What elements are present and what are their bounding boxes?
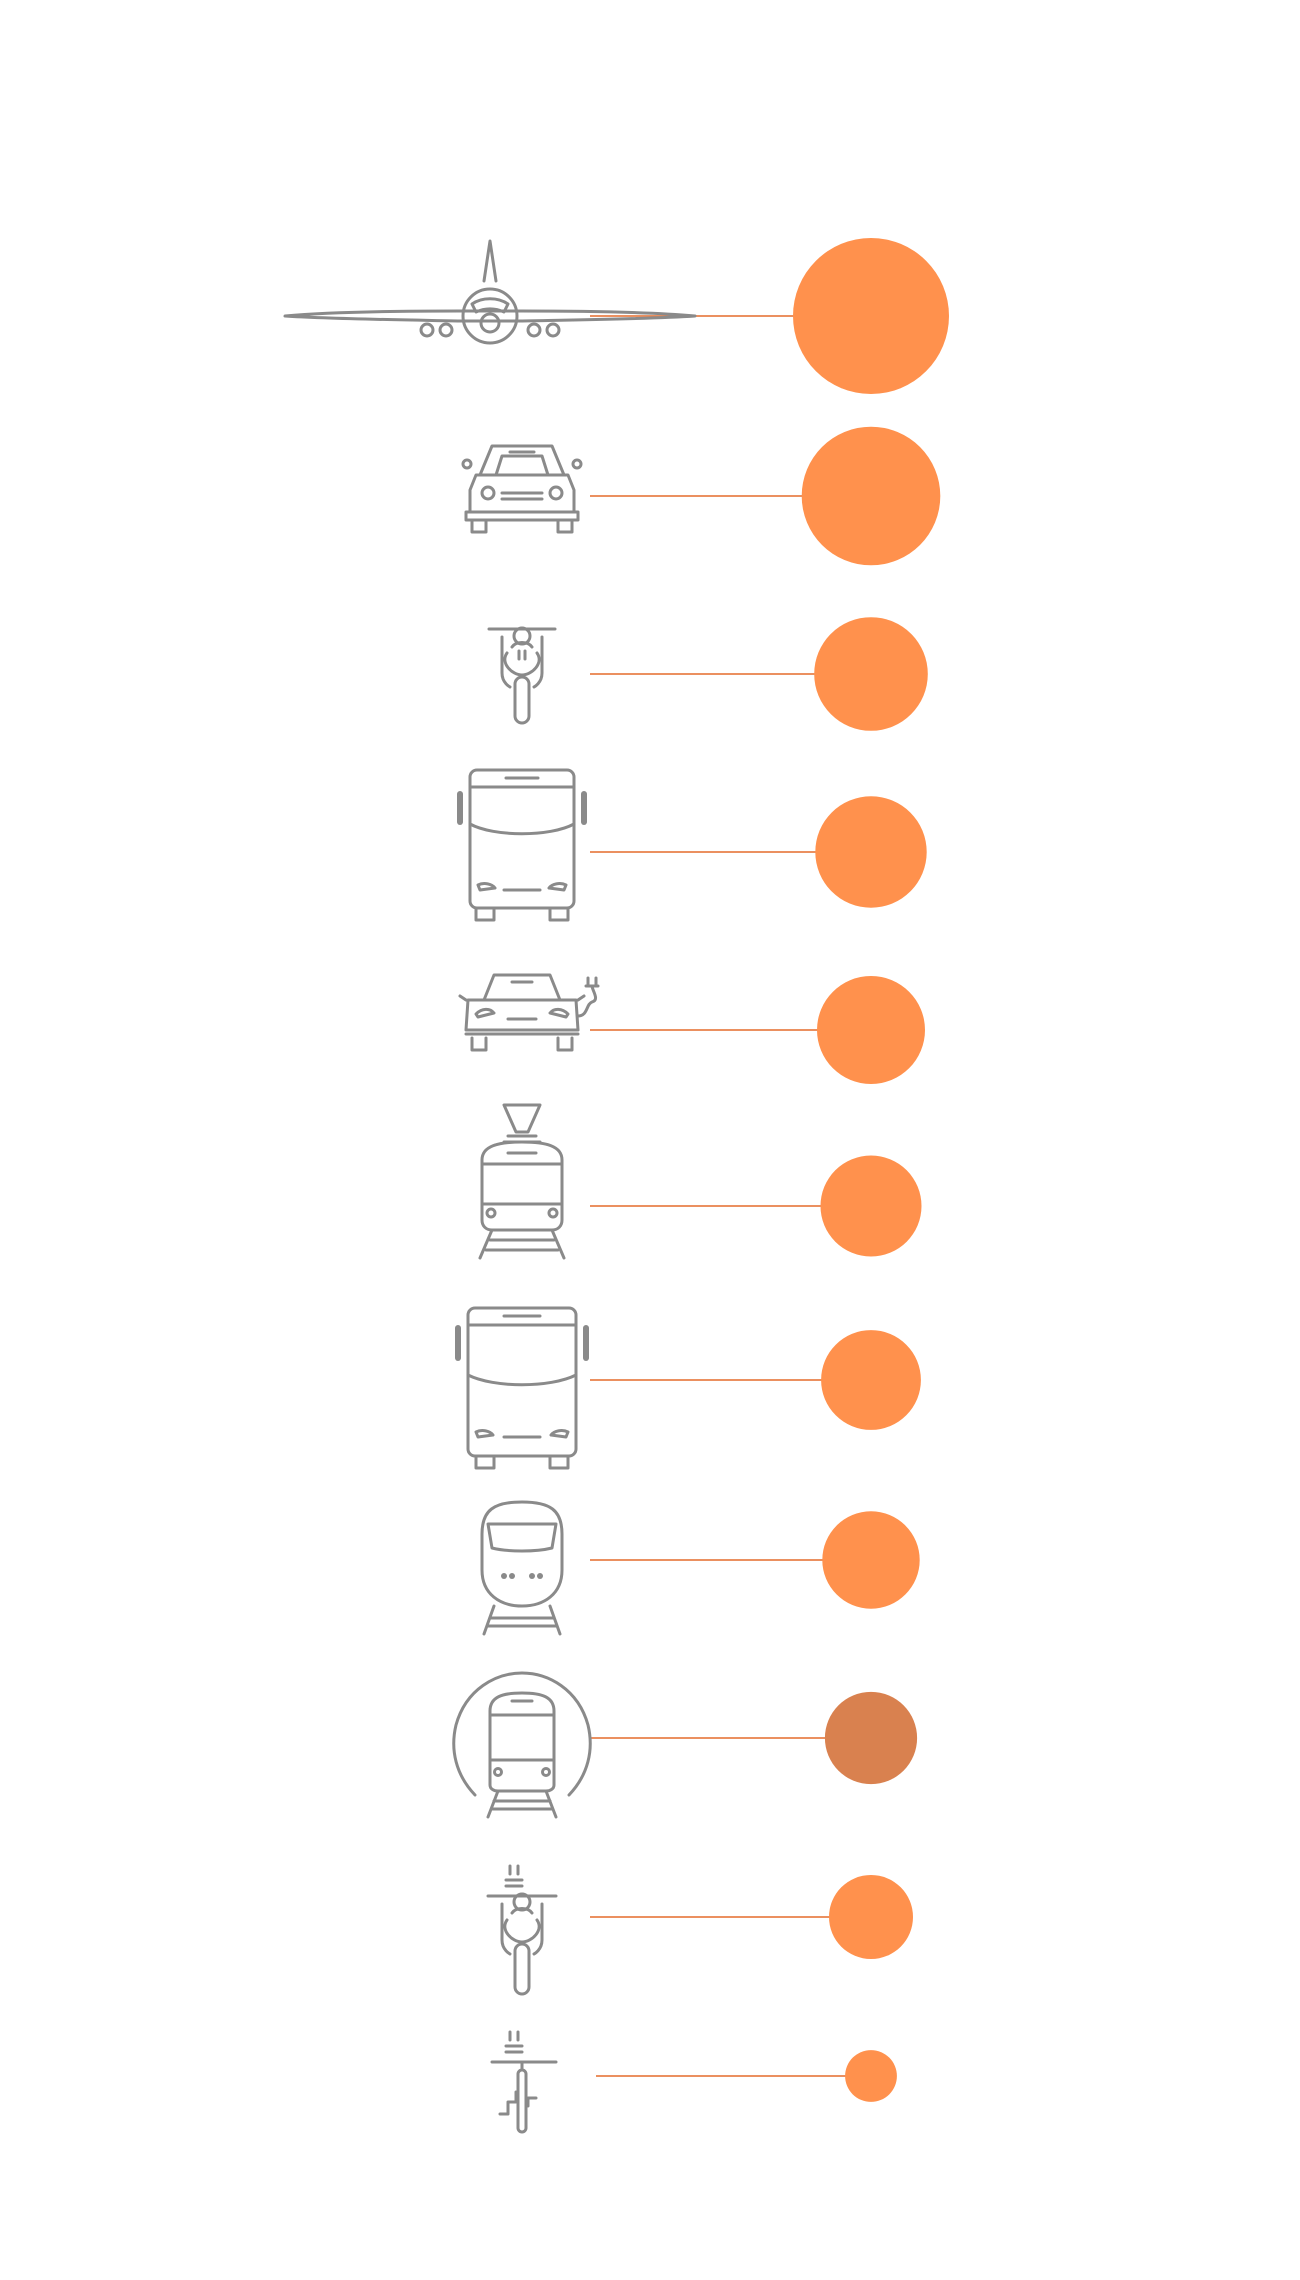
value-bubble — [815, 796, 927, 908]
car-icon — [461, 444, 583, 534]
value-bubble — [824, 1691, 918, 1785]
value-bubble — [822, 1511, 920, 1609]
airplane-icon — [283, 239, 697, 345]
value-bubble — [814, 617, 928, 731]
value-bubble — [817, 976, 925, 1084]
value-bubble — [793, 238, 949, 394]
bus-icon — [457, 768, 587, 922]
value-bubble — [820, 1155, 922, 1257]
value-bubbles — [793, 238, 949, 2102]
electric-car-icon — [458, 973, 600, 1052]
value-bubble — [801, 426, 941, 566]
tram-icon — [478, 1103, 566, 1260]
connector-lines — [590, 315, 871, 2077]
electric-scooter-icon — [486, 1864, 558, 1996]
value-bubble — [829, 1875, 913, 1959]
value-bubble — [821, 1330, 921, 1430]
electric-bike-icon — [490, 2030, 558, 2134]
value-bubble — [845, 2050, 897, 2102]
coach-icon — [455, 1306, 589, 1470]
train-icon — [480, 1500, 564, 1636]
subway-icon — [452, 1671, 592, 1819]
motorcycle-icon — [487, 626, 557, 725]
